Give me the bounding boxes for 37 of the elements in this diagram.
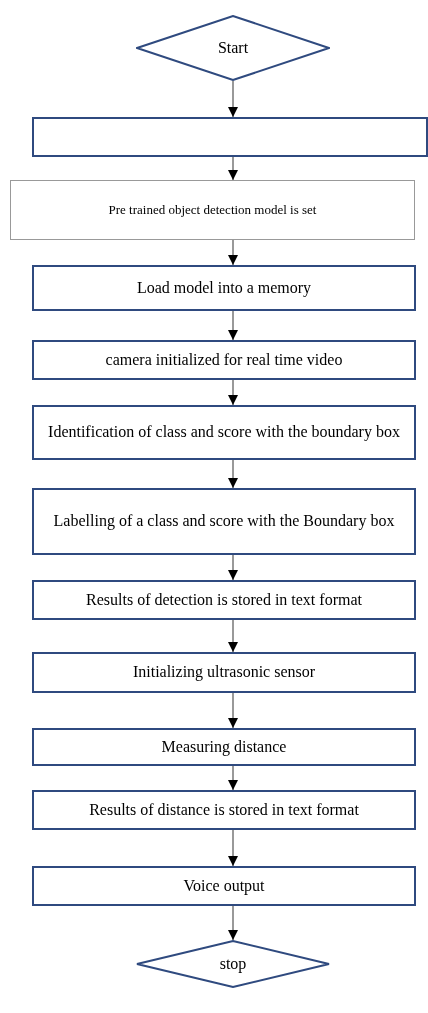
arrow (227, 829, 239, 867)
arrow (227, 905, 239, 941)
step-text: Initializing ultrasonic sensor (131, 664, 317, 681)
process-box (32, 405, 416, 460)
arrow (227, 765, 239, 791)
step-text: Labelling of a class and score with the Boundary box (52, 513, 396, 530)
step-text: camera initialized for real time video (104, 351, 344, 369)
arrow (227, 239, 239, 266)
arrow (227, 156, 239, 181)
step-text: Start (216, 39, 250, 57)
arrow (227, 310, 239, 341)
process-box (10, 180, 415, 240)
process-box (32, 728, 416, 766)
arrow (227, 459, 239, 489)
arrow (227, 379, 239, 406)
arrow (227, 80, 239, 118)
step-text: Results of detection is stored in text format (85, 591, 363, 609)
step-text: Identification of class and score with the boundary box (47, 424, 401, 441)
step-text: Load model into a memory (135, 279, 313, 297)
arrow (227, 692, 239, 729)
arrow (227, 554, 239, 581)
process-box (32, 790, 416, 830)
arrow (227, 619, 239, 653)
terminal-diamond (136, 15, 330, 81)
process-box (32, 340, 416, 380)
process-box (32, 652, 416, 693)
terminal-diamond (136, 940, 330, 988)
process-box (32, 866, 416, 906)
process-box (32, 580, 416, 620)
step-text: Measuring distance (160, 738, 288, 756)
step-text: stop (218, 955, 248, 973)
process-box (32, 117, 428, 157)
step-text: Pre trained object detection model is set (107, 203, 318, 217)
step-text: Voice output (182, 877, 266, 895)
process-box (32, 265, 416, 311)
step-text: Results of distance is stored in text format (88, 801, 360, 819)
process-box (32, 488, 416, 555)
